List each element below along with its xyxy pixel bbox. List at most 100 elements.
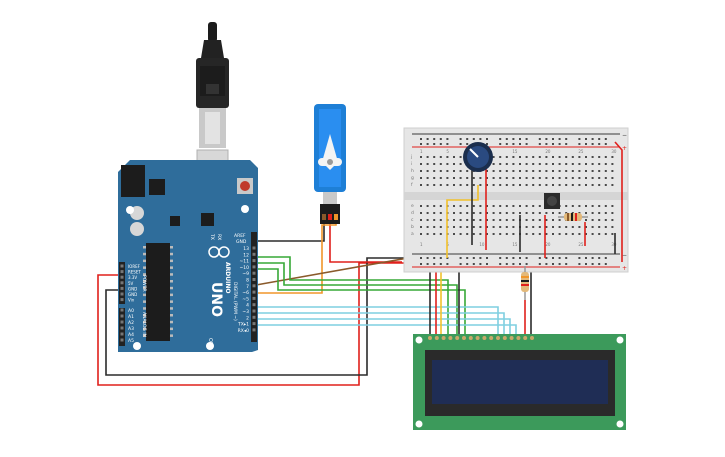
lcd-pin[interactable] [475, 336, 480, 340]
breadboard-hole[interactable] [472, 233, 475, 235]
breadboard-hole[interactable] [585, 138, 587, 140]
power-pin[interactable] [120, 270, 124, 274]
breadboard-hole[interactable] [479, 212, 482, 214]
breadboard-hole[interactable] [525, 226, 528, 228]
breadboard-hole[interactable] [439, 163, 442, 165]
breadboard-hole[interactable] [585, 205, 587, 207]
breadboard-hole[interactable] [565, 205, 568, 207]
power-pin[interactable] [120, 298, 124, 302]
breadboard-hole[interactable] [552, 138, 554, 140]
breadboard-hole[interactable] [433, 177, 436, 179]
breadboard-hole[interactable] [512, 233, 515, 235]
breadboard-hole[interactable] [571, 156, 574, 158]
breadboard-hole[interactable] [571, 177, 574, 179]
breadboard-hole[interactable] [433, 212, 436, 214]
breadboard-hole[interactable] [519, 184, 521, 186]
breadboard-hole[interactable] [578, 156, 581, 158]
breadboard-hole[interactable] [459, 205, 462, 207]
breadboard-hole[interactable] [571, 226, 574, 228]
breadboard-hole[interactable] [486, 205, 488, 207]
breadboard-hole[interactable] [604, 219, 607, 221]
breadboard-hole[interactable] [426, 212, 429, 214]
breadboard-hole[interactable] [571, 233, 574, 235]
reset-button[interactable] [240, 181, 250, 191]
breadboard-hole[interactable] [505, 226, 508, 228]
breadboard-hole[interactable] [499, 212, 502, 214]
breadboard-hole[interactable] [512, 170, 515, 172]
power-pin[interactable] [120, 281, 124, 285]
arduino-uno[interactable]: ARDUINO UNO ON TX RX AREF GND 1312~11~10… [118, 160, 258, 352]
breadboard-hole[interactable] [538, 143, 541, 145]
breadboard-hole[interactable] [565, 156, 568, 158]
breadboard-hole[interactable] [499, 184, 502, 186]
breadboard-hole[interactable] [453, 219, 455, 221]
breadboard-hole[interactable] [492, 184, 495, 186]
breadboard-hole[interactable] [433, 257, 436, 259]
breadboard-hole[interactable] [611, 219, 614, 221]
breadboard-hole[interactable] [585, 257, 587, 259]
breadboard-hole[interactable] [545, 263, 548, 265]
breadboard-hole[interactable] [591, 263, 594, 265]
breadboard-hole[interactable] [545, 138, 548, 140]
breadboard-hole[interactable] [578, 226, 581, 228]
breadboard-hole[interactable] [525, 212, 528, 214]
breadboard-hole[interactable] [512, 184, 515, 186]
breadboard-hole[interactable] [578, 163, 581, 165]
breadboard-hole[interactable] [486, 170, 488, 172]
breadboard-hole[interactable] [453, 205, 455, 207]
breadboard-hole[interactable] [466, 205, 469, 207]
breadboard-hole[interactable] [591, 226, 594, 228]
breadboard-hole[interactable] [591, 156, 594, 158]
lcd-pin[interactable] [509, 336, 514, 340]
servo-motor[interactable] [314, 104, 346, 224]
breadboard-hole[interactable] [558, 184, 561, 186]
breadboard-hole[interactable] [571, 170, 574, 172]
breadboard-hole[interactable] [591, 233, 594, 235]
breadboard-hole[interactable] [598, 170, 601, 172]
breadboard-hole[interactable] [565, 226, 568, 228]
breadboard-hole[interactable] [598, 184, 601, 186]
breadboard-hole[interactable] [472, 263, 475, 265]
breadboard-hole[interactable] [604, 156, 607, 158]
breadboard-hole[interactable] [552, 212, 554, 214]
breadboard-hole[interactable] [426, 226, 429, 228]
breadboard-hole[interactable] [532, 219, 535, 221]
breadboard-hole[interactable] [532, 205, 535, 207]
breadboard-hole[interactable] [486, 257, 488, 259]
breadboard-hole[interactable] [545, 177, 548, 179]
breadboard-hole[interactable] [525, 138, 528, 140]
breadboard-hole[interactable] [598, 257, 601, 259]
breadboard-hole[interactable] [538, 257, 541, 259]
breadboard-hole[interactable] [558, 177, 561, 179]
breadboard-hole[interactable] [420, 163, 422, 165]
breadboard-hole[interactable] [499, 170, 502, 172]
breadboard-hole[interactable] [525, 143, 528, 145]
breadboard-hole[interactable] [519, 143, 521, 145]
breadboard-hole[interactable] [525, 177, 528, 179]
breadboard-hole[interactable] [499, 156, 502, 158]
analog-pin[interactable] [120, 320, 124, 324]
breadboard-hole[interactable] [604, 226, 607, 228]
breadboard-hole[interactable] [446, 170, 449, 172]
breadboard-hole[interactable] [459, 163, 462, 165]
breadboard-hole[interactable] [512, 156, 515, 158]
breadboard-hole[interactable] [453, 177, 455, 179]
breadboard-hole[interactable] [439, 156, 442, 158]
breadboard-hole[interactable] [439, 177, 442, 179]
breadboard-hole[interactable] [545, 143, 548, 145]
breadboard-hole[interactable] [558, 257, 561, 259]
breadboard-hole[interactable] [420, 184, 422, 186]
digital-pin[interactable] [252, 265, 256, 269]
breadboard-hole[interactable] [578, 170, 581, 172]
breadboard-hole[interactable] [552, 233, 554, 235]
breadboard-hole[interactable] [439, 170, 442, 172]
breadboard-hole[interactable] [604, 138, 607, 140]
lcd-pin[interactable] [468, 336, 473, 340]
breadboard-hole[interactable] [439, 263, 442, 265]
breadboard-hole[interactable] [538, 138, 541, 140]
breadboard-hole[interactable] [591, 163, 594, 165]
breadboard-hole[interactable] [558, 263, 561, 265]
breadboard-hole[interactable] [604, 233, 607, 235]
breadboard-hole[interactable] [420, 138, 422, 140]
breadboard-hole[interactable] [578, 138, 581, 140]
